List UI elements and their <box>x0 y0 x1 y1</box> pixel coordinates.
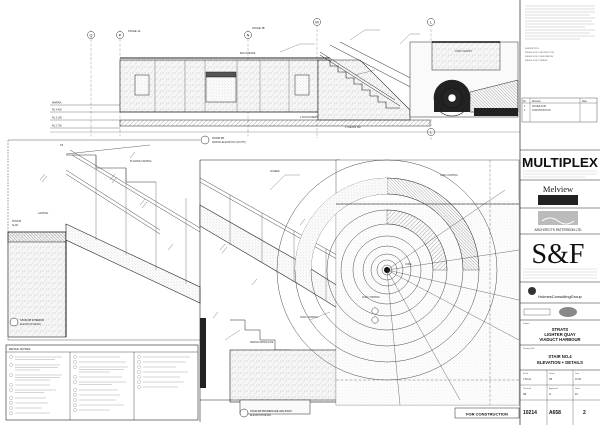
svg-text:BALUSTRADE: BALUSTRADE <box>240 52 256 55</box>
job-number: 10214 <box>523 410 537 416</box>
svg-text:3/5: 3/5 <box>60 145 64 147</box>
grid-marker-q: Q <box>90 33 93 37</box>
builder-logo: MULTIPLEX <box>522 156 599 170</box>
elevation-south-title: STAIR #8 MARINA ELEVATION (SOUTH) <box>200 135 246 145</box>
planter-capping-label: PLANTER CAPPING <box>130 160 152 163</box>
svg-text:SCREED: SCREED <box>270 171 280 173</box>
svg-text:DESCRIPTION: DESCRIPTION <box>525 48 539 50</box>
client-logo: Melview <box>543 184 574 194</box>
svg-text:ELEVATION DETAIL: ELEVATION DETAIL <box>20 323 42 326</box>
core-label: CORE <box>405 264 412 266</box>
svg-text:RL 3.100: RL 3.100 <box>52 117 62 120</box>
consultant-logo: HulmesConsultingGroup <box>538 294 582 299</box>
svg-text:Scale: Scale <box>523 373 529 375</box>
svg-text:MARINA: MARINA <box>52 102 62 105</box>
revision-header-date: Date <box>582 100 588 103</box>
detail-left-title: STAIR #8 INTERIOR ELEVATION DETAIL <box>9 317 44 327</box>
svg-text:ISSUED FOR: ISSUED FOR <box>532 106 546 108</box>
svg-text:RL 4.400: RL 4.400 <box>52 109 62 112</box>
svg-text:2: 2 <box>524 110 526 112</box>
water-line-label: MARINA WATER LINE <box>250 341 274 344</box>
drawing-number: A658 <box>549 410 561 416</box>
svg-text:SLAB: SLAB <box>12 224 18 227</box>
svg-text:KB: KB <box>549 378 553 381</box>
grid-marker-p: P <box>119 33 122 37</box>
architect-name: ARCHITECTS PATTERSON LTD <box>535 228 583 232</box>
stage-1a-label: STAGE 1A <box>128 29 141 33</box>
svg-text:MARINA ELEVATION (SOUTH): MARINA ELEVATION (SOUTH) <box>212 141 246 144</box>
svg-text:Issue: Issue <box>575 388 581 390</box>
drawing-title-line-2: ELEVATION + DETAILS <box>537 360 583 365</box>
marina-elevation-drawing: Q P N M L L STAGE 1A STAGE 1B <box>50 18 520 145</box>
svg-text:Drawing Title: Drawing Title <box>523 347 535 350</box>
svg-text:CONC CAPPING: CONC CAPPING <box>440 174 458 177</box>
svg-text:STAIR #8: STAIR #8 <box>212 136 224 140</box>
for-construction-stamp: FOR CONSTRUCTION <box>454 407 520 419</box>
project-name-line-1: STRATS <box>552 327 569 332</box>
svg-text:2 SOLID RISERS: 2 SOLID RISERS <box>300 117 318 119</box>
svg-text:2 TREADS 300: 2 TREADS 300 <box>345 126 361 129</box>
svg-text:CONSTRUCTION: CONSTRUCTION <box>532 110 551 112</box>
svg-text:ELEVATION DETAIL: ELEVATION DETAIL <box>250 414 272 417</box>
detail-notes-title: DETAIL NOTES <box>9 347 30 351</box>
engineer-logo: S&F <box>532 239 585 270</box>
svg-text:SB: SB <box>523 393 527 396</box>
detail-walkway-title: STAIR #8 PROMENADE WALKWAY ELEVATION DET… <box>239 408 292 418</box>
svg-text:Drawn: Drawn <box>549 373 555 375</box>
svg-text:FOR CONSTRUCTION: FOR CONSTRUCTION <box>466 412 508 417</box>
revision-header-revision: Revision <box>532 101 542 103</box>
svg-text:01.06: 01.06 <box>575 378 582 381</box>
detail-notes-table: DETAIL NOTES <box>5 344 199 421</box>
grid-marker-m: M <box>315 20 318 24</box>
project-name-line-3: VIADUCT HARBOUR <box>539 337 580 342</box>
svg-text:ISSUED FOR CONSTRUCTION: ISSUED FOR CONSTRUCTION <box>525 52 554 54</box>
drawing-title-line-1: STAIR NO.4 <box>548 354 572 359</box>
revision-number: 2 <box>583 410 586 416</box>
interior-elevation-detail: PODIUM SLAB CAPPING PLANTER CAPPING 3/5 … <box>7 139 201 341</box>
svg-text:Checked: Checked <box>523 388 531 390</box>
svg-text:ISSUED FOR CONSENT: ISSUED FOR CONSENT <box>525 60 548 62</box>
grid-marker-l: L <box>430 20 432 24</box>
spiral-stair-plan: CORE CONC TOPPING CONC CAPPING <box>276 159 520 406</box>
svg-text:RL 2.700: RL 2.700 <box>52 125 62 128</box>
svg-text:Project: Project <box>523 322 530 325</box>
grid-marker-n: N <box>247 33 250 37</box>
revision-header-no: No. <box>523 101 527 103</box>
svg-text:CAPPING: CAPPING <box>38 212 49 215</box>
svg-text:FC: FC <box>575 393 578 396</box>
svg-text:STAIR #8 INTERIOR: STAIR #8 INTERIOR <box>20 318 44 322</box>
svg-text:ISSUED FOR CONSULTATION: ISSUED FOR CONSULTATION <box>525 55 554 58</box>
grid-marker-l-lower: L <box>430 130 432 134</box>
svg-text:STAIR #8 PROMENADE WALKWAY: STAIR #8 PROMENADE WALKWAY <box>250 409 292 413</box>
svg-text:CONC CANOPY: CONC CANOPY <box>455 50 473 53</box>
svg-text:PODIUM: PODIUM <box>12 221 21 223</box>
project-name-line-2: LIGHTER QUAY <box>544 332 575 337</box>
svg-text:Approved: Approved <box>549 387 558 390</box>
svg-text:Date: Date <box>575 372 580 375</box>
stage-1b-label: STAGE 1B <box>252 26 265 30</box>
title-block: DESCRIPTION ISSUED FOR CONSTRUCTION ISSU… <box>519 0 600 425</box>
svg-text:JL: JL <box>549 393 552 396</box>
conc-capping-label: CONC CAPPING <box>300 316 318 319</box>
svg-text:1:50 A1: 1:50 A1 <box>523 378 532 381</box>
svg-text:CONC TOPPING: CONC TOPPING <box>362 297 380 299</box>
revision-row-1: 1 <box>524 106 526 108</box>
